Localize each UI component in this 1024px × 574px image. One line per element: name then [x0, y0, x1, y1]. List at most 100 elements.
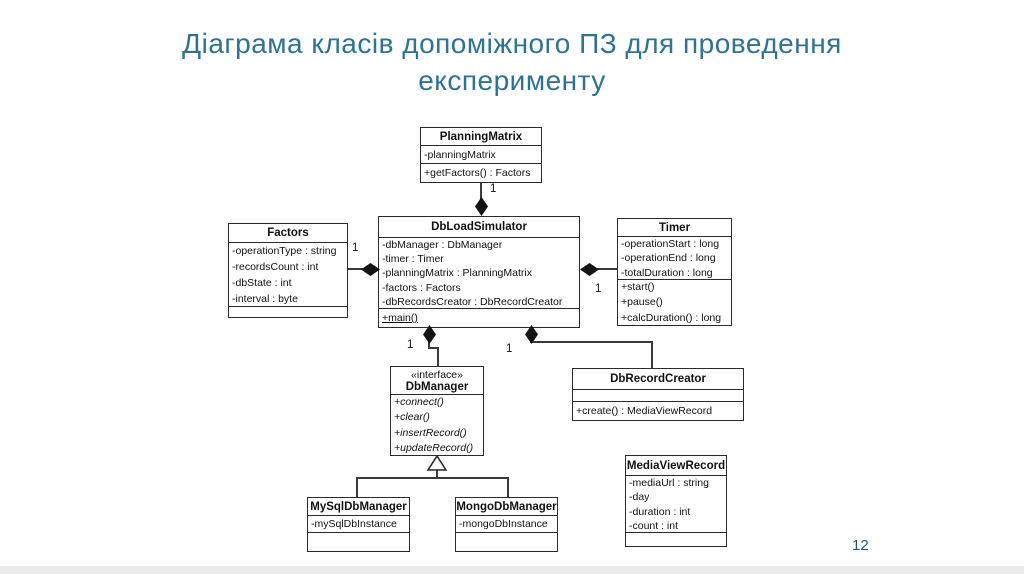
class-member: +calcDuration() : long: [621, 311, 722, 324]
class-db-record-creator: DbRecordCreator +create() : MediaViewReco…: [572, 368, 744, 421]
class-name: PlanningMatrix: [439, 130, 523, 143]
class-compartment: -planningMatrix: [421, 145, 541, 163]
class-compartment: -operationType : string -recordsCount : i…: [229, 242, 347, 306]
uml-edge-segment: [651, 341, 653, 368]
class-member: +connect(): [394, 396, 444, 408]
class-name-header: Factors: [229, 224, 347, 242]
class-compartment: +getFactors() : Factors: [421, 163, 541, 182]
class-compartment: +create() : MediaViewRecord: [573, 401, 743, 420]
composition-diamond-icon: [423, 325, 436, 344]
class-compartment: -mySqlDbInstance: [308, 515, 409, 532]
multiplicity-label: 1: [490, 183, 497, 195]
class-member: -dbManager : DbManager: [382, 239, 503, 251]
uml-edge-segment: [596, 268, 617, 270]
class-member: -planningMatrix: [424, 149, 496, 161]
class-compartment: +connect() +clear() +insertRecord() +update…: [391, 394, 483, 455]
class-db-manager: «interface»DbManager +connect() +clear() +i…: [390, 366, 484, 456]
class-name-header: PlanningMatrix: [421, 128, 541, 145]
class-member: -count : int: [629, 519, 679, 532]
class-name: DbManager: [405, 380, 469, 393]
class-member: -dbState : int: [232, 277, 292, 289]
class-member: -operationEnd : long: [621, 252, 716, 265]
class-member: +start(): [621, 281, 655, 293]
class-name-header: Timer: [618, 219, 731, 236]
class-member: -mongoDbInstance: [459, 518, 548, 530]
class-name: DbRecordCreator: [610, 373, 706, 385]
class-name-header: MongoDbManager: [456, 498, 557, 515]
class-member: +getFactors() : Factors: [424, 167, 531, 179]
class-name: DbLoadSimulator: [431, 221, 527, 233]
class-member: +clear(): [394, 411, 430, 424]
class-factors: Factors -operationType : string -recordsCo…: [228, 223, 348, 318]
uml-edge-segment: [428, 347, 439, 349]
uml-edge-segment: [428, 342, 430, 349]
class-planning-matrix: PlanningMatrix -planningMatrix +getFactors…: [420, 127, 542, 183]
class-member: -operationType : string: [232, 245, 337, 257]
class-member: -planningMatrix : PlanningMatrix: [382, 267, 532, 280]
slide-title: Діаграма класів допоміжного ПЗ для прове…: [182, 28, 842, 96]
multiplicity-label: 1: [506, 343, 513, 355]
class-compartment: [573, 389, 743, 401]
class-compartment: +main(): [379, 308, 579, 327]
uml-edge-segment: [530, 341, 653, 343]
class-name: MySqlDbManager: [310, 500, 407, 513]
class-member: +pause(): [621, 296, 663, 309]
class-compartment: -mediaUrl : string -day-duration : int-co…: [626, 475, 726, 532]
class-member: -operationStart : long: [621, 238, 720, 250]
class-compartment: [456, 532, 557, 551]
uml-edge-segment: [437, 347, 439, 366]
class-member: -recordsCount : int: [232, 261, 319, 273]
class-mysql-db-manager: MySqlDbManager -mySqlDbInstance: [307, 497, 410, 552]
class-compartment: -mongoDbInstance: [456, 515, 557, 532]
composition-diamond-icon: [525, 325, 538, 344]
class-member: -mySqlDbInstance: [311, 518, 397, 530]
class-name-header: MySqlDbManager: [308, 498, 409, 515]
generalization-triangle-icon: [427, 455, 447, 471]
multiplicity-label: 1: [595, 283, 602, 295]
stereotype-label: «interface»: [411, 368, 463, 381]
class-compartment: [626, 532, 726, 546]
class-member: +updateRecord(): [394, 441, 474, 454]
class-member: -timer : Timer: [382, 253, 444, 266]
class-name-header: MediaViewRecord: [626, 456, 726, 475]
multiplicity-label: 1: [352, 242, 359, 254]
class-member: -day: [629, 491, 650, 504]
class-compartment: -operationStart : long -operationEnd : lo…: [618, 236, 731, 279]
class-name-header: DbLoadSimulator: [379, 217, 579, 237]
uml-edge-segment: [348, 268, 365, 270]
class-member: +insertRecord(): [394, 426, 467, 439]
class-mongo-db-manager: MongoDbManager -mongoDbInstance: [455, 497, 558, 552]
class-name: Factors: [267, 227, 309, 239]
uml-edge-segment: [480, 180, 482, 200]
class-name-header: «interface»DbManager: [391, 367, 483, 394]
class-compartment: [308, 532, 409, 551]
class-member: -totalDuration : long: [621, 266, 713, 279]
class-media-view-record: MediaViewRecord -mediaUrl : string -day-du…: [625, 455, 727, 547]
class-member: +main(): [382, 312, 418, 324]
page-number: 12: [852, 537, 869, 554]
class-member: +create() : MediaViewRecord: [576, 405, 713, 417]
uml-edge-segment: [436, 470, 438, 479]
class-name: MongoDbManager: [456, 500, 557, 513]
class-timer: Timer -operationStart : long -operationEnd…: [617, 218, 732, 326]
composition-diamond-icon: [361, 263, 380, 276]
uml-edge-segment: [356, 477, 358, 497]
class-name-header: DbRecordCreator: [573, 369, 743, 389]
class-db-load-simulator: DbLoadSimulator -dbManager : DbManager -ti…: [378, 216, 580, 328]
class-member: -duration : int: [629, 505, 691, 518]
class-name: Timer: [658, 221, 691, 234]
class-member: -interval : byte: [232, 293, 298, 305]
class-compartment: -dbManager : DbManager -timer : Timer-pla…: [379, 237, 579, 308]
composition-diamond-icon: [580, 263, 599, 276]
class-member: -mediaUrl : string: [629, 477, 709, 489]
uml-edge-segment: [356, 477, 509, 479]
class-compartment: [229, 306, 347, 317]
footer-strip: [0, 566, 1024, 574]
class-member: -factors : Factors: [382, 281, 461, 294]
class-compartment: +start() +pause() +calcDuration() : long: [618, 279, 731, 325]
composition-diamond-icon: [475, 197, 488, 216]
class-member: -dbRecordsCreator : DbRecordCreator: [382, 295, 563, 308]
multiplicity-label: 1: [407, 339, 414, 351]
